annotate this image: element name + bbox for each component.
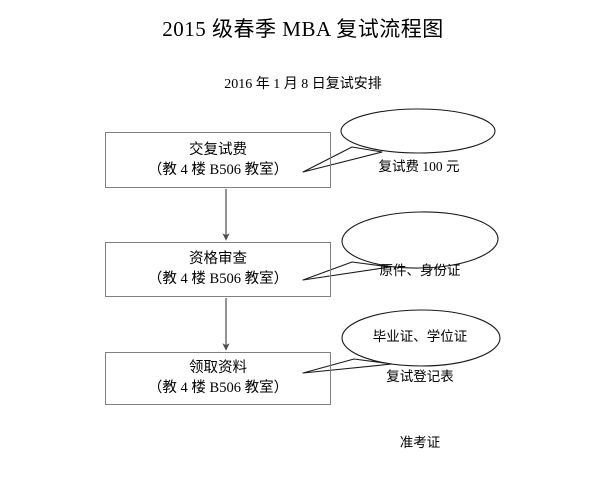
callout-line: 准考证 [399,435,441,450]
callout-line: 毕业证、学位证 [372,329,468,344]
callout-label-forms: 复试登记表 准考证 [344,322,496,498]
process-box-title: 领取资料 [189,360,247,376]
page-title: 2015 级春季 MBA 复试流程图 [162,17,444,41]
process-box-collect-materials[interactable]: 领取资料 （教 4 楼 B506 教室） [105,352,331,405]
process-box-location: （教 4 楼 B506 教室） [147,380,289,396]
process-box-title: 资格审查 [189,251,247,267]
process-box-location: （教 4 楼 B506 教室） [147,271,289,287]
callout-line: 原件、身份证 [379,263,461,278]
page-subtitle: 2016 年 1 月 8 日复试安排 [224,77,382,92]
callout-label-documents: 原件、身份证 毕业证、学位证 [344,216,496,392]
process-box-location: （教 4 楼 B506 教室） [147,161,289,178]
callout-label-fee: 复试费 100 元 [344,112,494,222]
connector-arrows-layer [222,189,230,351]
process-box-title: 交复试费 [189,141,247,158]
process-box-pay-fee[interactable]: 交复试费 （教 4 楼 B506 教室） [105,132,331,188]
callout-line: 复试登记表 [386,369,454,384]
process-box-qualification-review[interactable]: 资格审查 （教 4 楼 B506 教室） [105,242,331,297]
callout-line: 复试费 100 元 [378,159,460,174]
flowchart-canvas: 2015 级春季 MBA 复试流程图 2016 年 1 月 8 日复试安排 [105,17,501,450]
